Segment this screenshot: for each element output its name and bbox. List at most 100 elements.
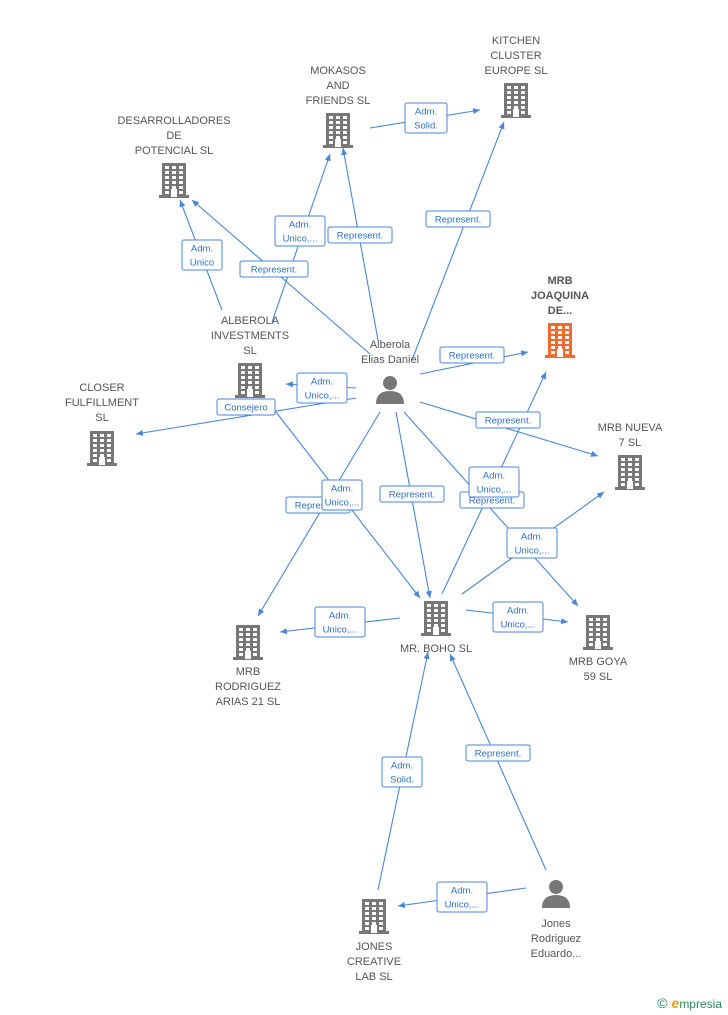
edge-label-alberolaperson-to-kitchen[interactable]: Represent.: [425, 210, 491, 228]
building-window: [551, 336, 555, 339]
building-window: [589, 638, 593, 641]
building-window: [100, 439, 104, 442]
edge-label-mrboho-to-mrbgoya[interactable]: Adm.Unico,...: [492, 601, 544, 633]
building-window: [628, 458, 632, 461]
building-door: [171, 189, 177, 197]
edge-label-box: [296, 372, 348, 404]
building-window: [329, 136, 333, 139]
building-window: [434, 614, 438, 617]
node-label: JOAQUINA: [531, 290, 589, 302]
node-label: MRB: [547, 275, 572, 287]
edge-label-box: [436, 881, 488, 913]
edge-label-alberolainv-to-mokasos[interactable]: Adm.Unico,...: [274, 215, 326, 247]
building-window: [603, 638, 607, 641]
building-window: [248, 381, 252, 384]
edge-label-alberolaperson-to-mokasos[interactable]: Represent.: [327, 226, 393, 244]
node-jonesperson[interactable]: JonesRodriguezEduardo...: [531, 880, 582, 960]
edge-label-mrboho-to-mrbnueva[interactable]: Adm.Unico,...: [506, 527, 558, 559]
edge-label-alberolaperson-to-desarrolladores[interactable]: Represent.: [239, 260, 309, 278]
building-window: [253, 638, 257, 641]
person-icon: [542, 880, 570, 908]
building-window: [441, 609, 445, 612]
building-window: [621, 483, 625, 486]
edge-label-box: [475, 411, 541, 429]
building-window: [241, 371, 245, 374]
building-window: [372, 917, 376, 920]
building-window: [165, 181, 169, 184]
edge-label-alberolaperson-to-alberolainv[interactable]: Adm.Unico,...: [296, 372, 348, 404]
edge-label-jonescreative-to-mrboho[interactable]: Adm.Solid.: [381, 756, 423, 788]
building-window: [246, 628, 250, 631]
edge-label-alberolaperson-to-mrbjoaquina[interactable]: Represent.: [439, 346, 505, 364]
edge-label-alberolaperson-to-mrbnueva[interactable]: Represent.: [475, 411, 541, 429]
building-window: [343, 131, 347, 134]
edge-label-alberolaperson-to-mrboho[interactable]: Represent.: [379, 485, 445, 503]
building-window: [246, 643, 250, 646]
edge-label-text: Adm.: [415, 107, 437, 118]
building-window: [253, 653, 257, 656]
building-window: [589, 618, 593, 621]
building-window: [551, 341, 555, 344]
edge-label-alberolaperson-to-closer[interactable]: Consejero: [216, 398, 276, 416]
edge-label-mrboho-to-mrbrodriguez[interactable]: Adm.Unico,...: [314, 606, 366, 638]
building-window: [179, 186, 183, 189]
building-window: [441, 614, 445, 617]
node-label: CREATIVE: [347, 956, 401, 968]
edge-label-alberolainv-to-mrboho[interactable]: Adm.Unico,...: [321, 479, 363, 511]
node-label: DE...: [548, 305, 572, 317]
building-window: [379, 922, 383, 925]
node-label: CLUSTER: [490, 50, 541, 62]
building-window: [329, 131, 333, 134]
edge-label-alberolainv-to-desarrolladores[interactable]: Adm.Unico: [181, 239, 223, 271]
building-window: [551, 326, 555, 329]
edge-label-text: Represent.: [251, 265, 297, 276]
building-window: [441, 619, 445, 622]
building-window: [596, 628, 600, 631]
building-window: [329, 121, 333, 124]
node-mrbjoaquina[interactable]: MRB JOAQUINA DE...: [531, 275, 589, 358]
building-window: [107, 449, 111, 452]
building-window: [179, 181, 183, 184]
edge-label-text: Represent.: [449, 351, 495, 362]
building-window: [165, 171, 169, 174]
node-mrboho[interactable]: MR. BOHO SL: [400, 601, 472, 655]
edge-label-box: [439, 346, 505, 364]
building-window: [239, 643, 243, 646]
building-window: [343, 126, 347, 129]
brand-name: mpresia: [679, 997, 722, 1011]
building-window: [589, 623, 593, 626]
edge-label-text: Represent.: [337, 231, 383, 242]
edge-alberolaperson-to-mokasos: [341, 147, 379, 341]
building-window: [365, 907, 369, 910]
edge-label-mrboho-to-mrbjoaquina[interactable]: Adm.Unico,...: [468, 466, 520, 498]
empresia-brand[interactable]: ©empresia: [657, 995, 722, 1011]
building-door: [245, 651, 251, 659]
edge-label-jonesperson-to-mrboho[interactable]: Represent.: [465, 744, 531, 762]
node-label: Alberola: [370, 339, 411, 351]
building-window: [239, 648, 243, 651]
building-window: [172, 166, 176, 169]
building-window: [514, 101, 518, 104]
building-window: [621, 478, 625, 481]
building-window: [107, 439, 111, 442]
node-label: ALBEROLA: [221, 315, 280, 327]
building-icon: [235, 363, 265, 398]
edge-label-jonesperson-to-jonescreative[interactable]: Adm.Unico,...: [436, 881, 488, 913]
edge-label-text: Unico,...: [445, 900, 480, 911]
building-window: [329, 116, 333, 119]
building-window: [372, 907, 376, 910]
building-window: [336, 131, 340, 134]
building-window: [521, 86, 525, 89]
edge-label-mokasos-to-kitchen[interactable]: Adm.Solid.: [404, 102, 448, 134]
building-window: [255, 381, 259, 384]
